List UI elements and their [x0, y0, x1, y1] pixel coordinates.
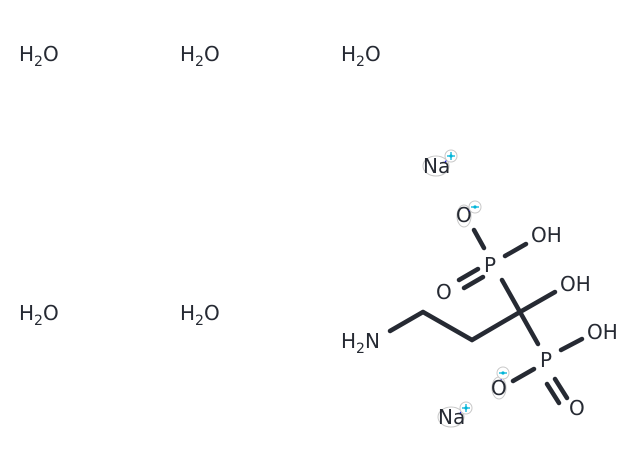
minus-charge-icon [496, 366, 510, 380]
svg-text:H2O: H2O [180, 301, 220, 329]
svg-text:P: P [484, 253, 496, 277]
water-5: H2O [180, 301, 220, 329]
water-1: H2O [19, 42, 59, 70]
phosphonate-top: O OH P O [436, 200, 562, 304]
minus-charge-icon [468, 200, 482, 214]
svg-text:P: P [540, 348, 552, 372]
bonds [387, 227, 585, 406]
svg-text:OH: OH [531, 223, 562, 247]
svg-text:H2O: H2O [341, 42, 381, 70]
plus-charge-icon [444, 149, 458, 163]
svg-text:O: O [456, 203, 472, 227]
svg-text:H2O: H2O [180, 42, 220, 70]
water-3: H2O [341, 42, 381, 70]
sodium-ion-bottom: Na [437, 401, 473, 429]
phosphonate-bottom: P OH O O [491, 320, 618, 420]
svg-text:OH: OH [560, 272, 591, 296]
svg-text:H2O: H2O [19, 42, 59, 70]
plus-charge-icon [459, 401, 473, 415]
amine-group: H2N [341, 329, 380, 357]
sodium-ion-top: Na [422, 149, 458, 178]
water-4: H2O [19, 301, 59, 329]
svg-text:O: O [436, 280, 452, 304]
svg-text:O: O [491, 376, 507, 400]
svg-text:OH: OH [587, 320, 618, 344]
svg-text:H2O: H2O [19, 301, 59, 329]
svg-text:O: O [569, 396, 585, 420]
hydroxyl-center: OH [560, 272, 591, 296]
svg-text:H2N: H2N [341, 329, 380, 357]
water-2: H2O [180, 42, 220, 70]
